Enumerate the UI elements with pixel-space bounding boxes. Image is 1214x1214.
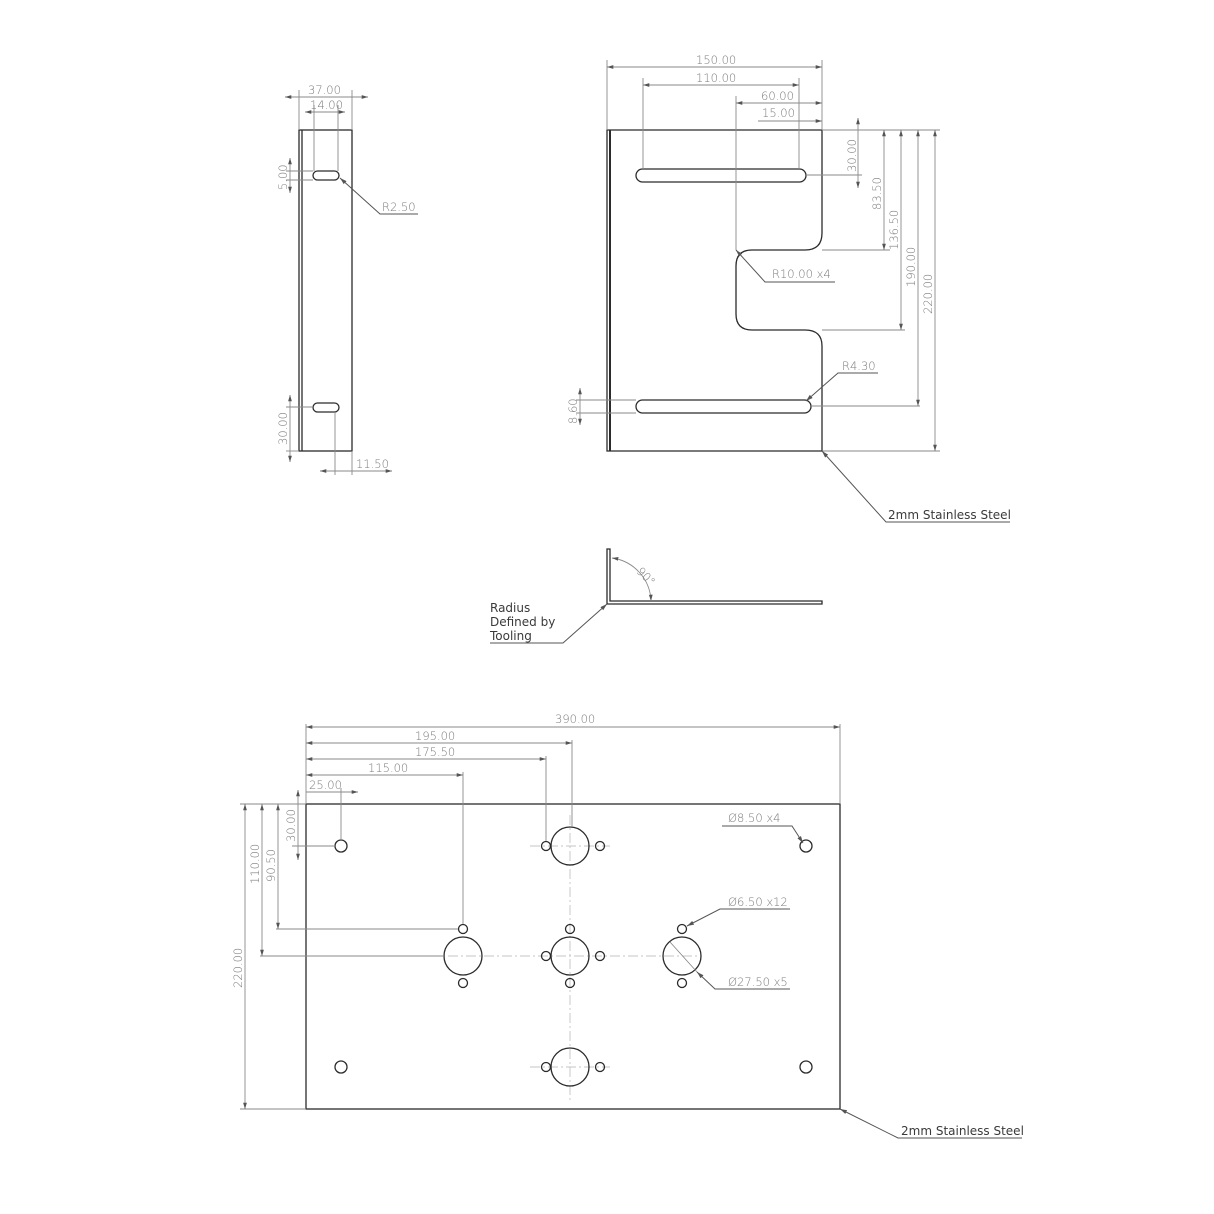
bend-note-line3: Tooling [489,629,532,643]
bracket-view: 150.00 110.00 60.00 15.00 30.00 83.50 13… [566,53,1011,523]
bracket-corner-radius-dim: R10.00 x4 [772,267,831,281]
corner-hole [334,1060,348,1074]
side-bottom-slot [312,402,340,413]
bracket-bottom-slot [635,399,812,414]
bracket-top-slot [635,168,807,183]
plate-small-hole-y-dim: 90.50 [264,849,278,882]
bend-note-line2: Defined by [490,615,555,629]
side-slot-width-dim: 5.00 [276,164,290,190]
side-edge-offset-dim: 11.50 [356,457,389,471]
side-width-dim: 37.00 [308,83,341,97]
plate-corner-hole-y-dim: 30.00 [284,809,298,842]
plate-small-hole-x-dim: 175.50 [415,745,455,759]
bracket-edge-offset-dim: 15.00 [762,106,795,120]
bracket-cutout-depth-dim: 60.00 [761,89,794,103]
plate-width-dim: 390.00 [555,712,595,726]
bracket-slot-top-dim: 30.00 [845,139,859,172]
bracket-slot-bottom-dim: 190.00 [904,247,918,287]
plate-view: 390.00 195.00 175.50 115.00 25.00 30.00 … [231,712,1024,1139]
bend-view: 90° Radius Defined by Tooling [489,548,823,644]
corner-hole [799,839,813,853]
bracket-cutout-top-dim: 83.50 [870,177,884,210]
large-holes-callout: Ø27.50 x5 [728,975,788,989]
side-slot-offset-dim: 30.00 [276,412,290,445]
bend-angle-dim: 90° [634,564,658,588]
plate-height-dim: 220.00 [231,948,245,988]
side-top-slot [312,170,340,181]
bracket-slot-radius-dim: R4.30 [842,359,876,373]
bracket-cutout-bottom-dim: 136.50 [887,210,901,250]
plate-corner-hole-x-dim: 25.00 [309,778,342,792]
bracket-material-note: 2mm Stainless Steel [888,508,1011,522]
side-view: 37.00 14.00 5.00 R2.50 30.00 11.50 [276,83,418,475]
corner-hole [334,839,348,853]
plate-outline [305,803,841,1110]
bracket-slot-width-dim: 8.60 [566,398,580,424]
side-view-outline [298,129,353,452]
bracket-slot-length-dim: 110.00 [696,71,736,85]
side-slot-radius-dim: R2.50 [382,200,416,214]
plate-material-note: 2mm Stainless Steel [901,1124,1024,1138]
plate-center-x-dim: 195.00 [415,729,455,743]
plate-center-y-dim: 110.00 [248,844,262,884]
corner-hole [799,1060,813,1074]
small-holes-callout: Ø6.50 x12 [728,895,788,909]
plate-left-hole-x-dim: 115.00 [368,761,408,775]
bend-note-line1: Radius [490,601,530,615]
large-hole-right [662,936,702,976]
bracket-height-dim: 220.00 [921,274,935,314]
bracket-width-dim: 150.00 [696,53,736,67]
side-slot-length-dim: 14.00 [310,98,343,112]
corner-holes-callout: Ø8.50 x4 [728,811,780,825]
bracket-outline [606,129,823,452]
small-holes [457,840,688,1073]
